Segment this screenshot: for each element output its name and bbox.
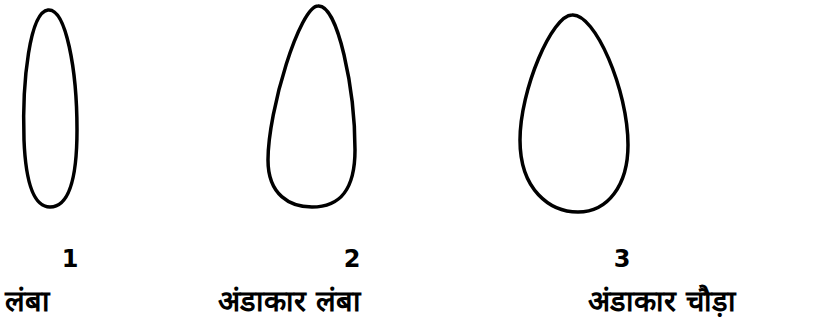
shape-number: 2: [344, 246, 361, 272]
shape-name: अंडाकार लंबा: [218, 286, 361, 318]
shape-name: लंबा: [5, 286, 50, 318]
long-seed-outline: [24, 10, 77, 207]
oval-long-seed-outline: [268, 6, 355, 207]
shape-number: 3: [614, 246, 631, 272]
shape-number: 1: [62, 246, 79, 272]
oval-broad-seed-outline: [520, 15, 628, 212]
shape-name: अंडाकार चौड़ा: [588, 286, 736, 318]
